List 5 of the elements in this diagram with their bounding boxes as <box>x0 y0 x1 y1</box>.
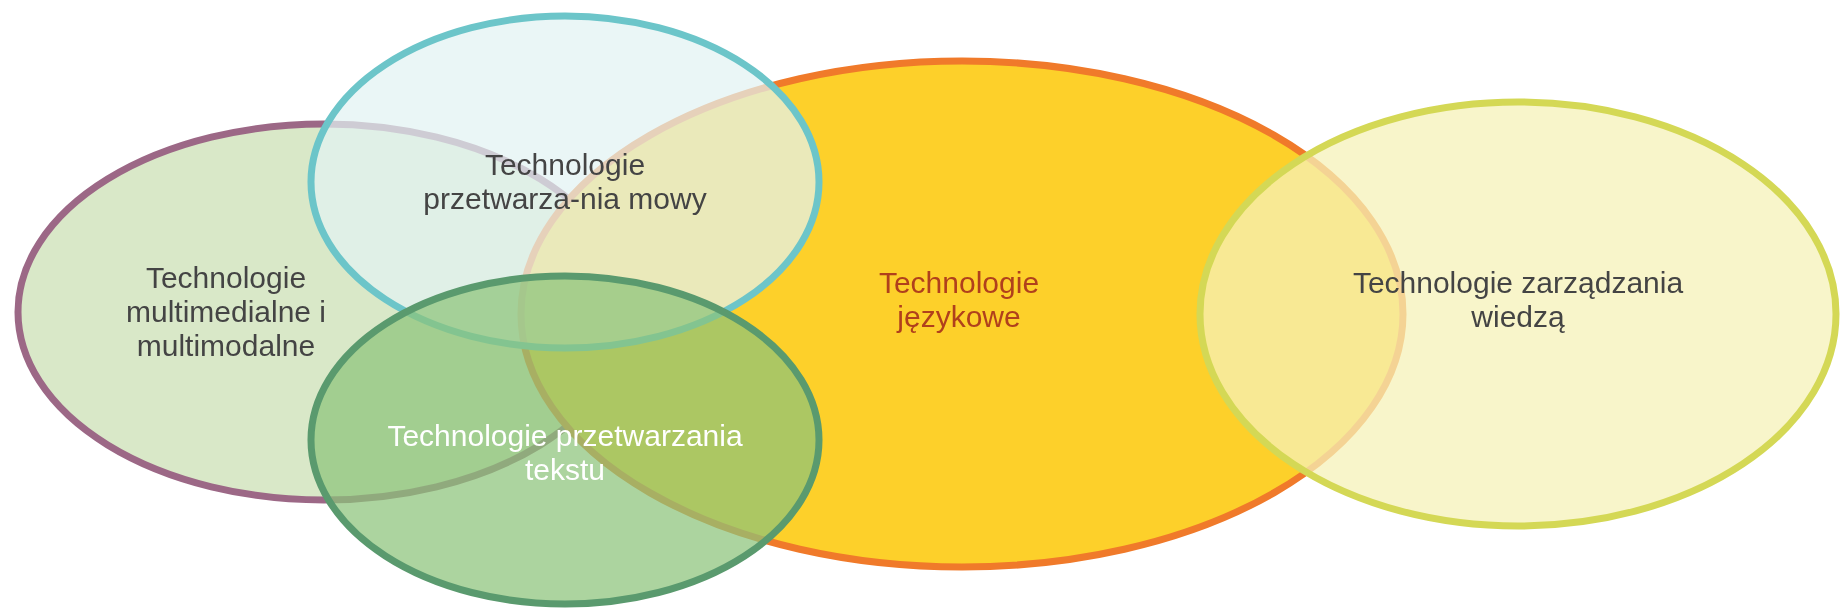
ellipse-label: Technologie przetwarza-nia mowy <box>422 148 708 216</box>
ellipse-label: Technologie językowe <box>877 266 1041 334</box>
ellipse-label: Technologie zarządzania wiedzą <box>1351 266 1685 334</box>
ellipse-label: Technologie przetwarzania tekstu <box>386 419 744 487</box>
ellipse-label: Technologie multimedialne i multimodalne <box>124 261 328 363</box>
